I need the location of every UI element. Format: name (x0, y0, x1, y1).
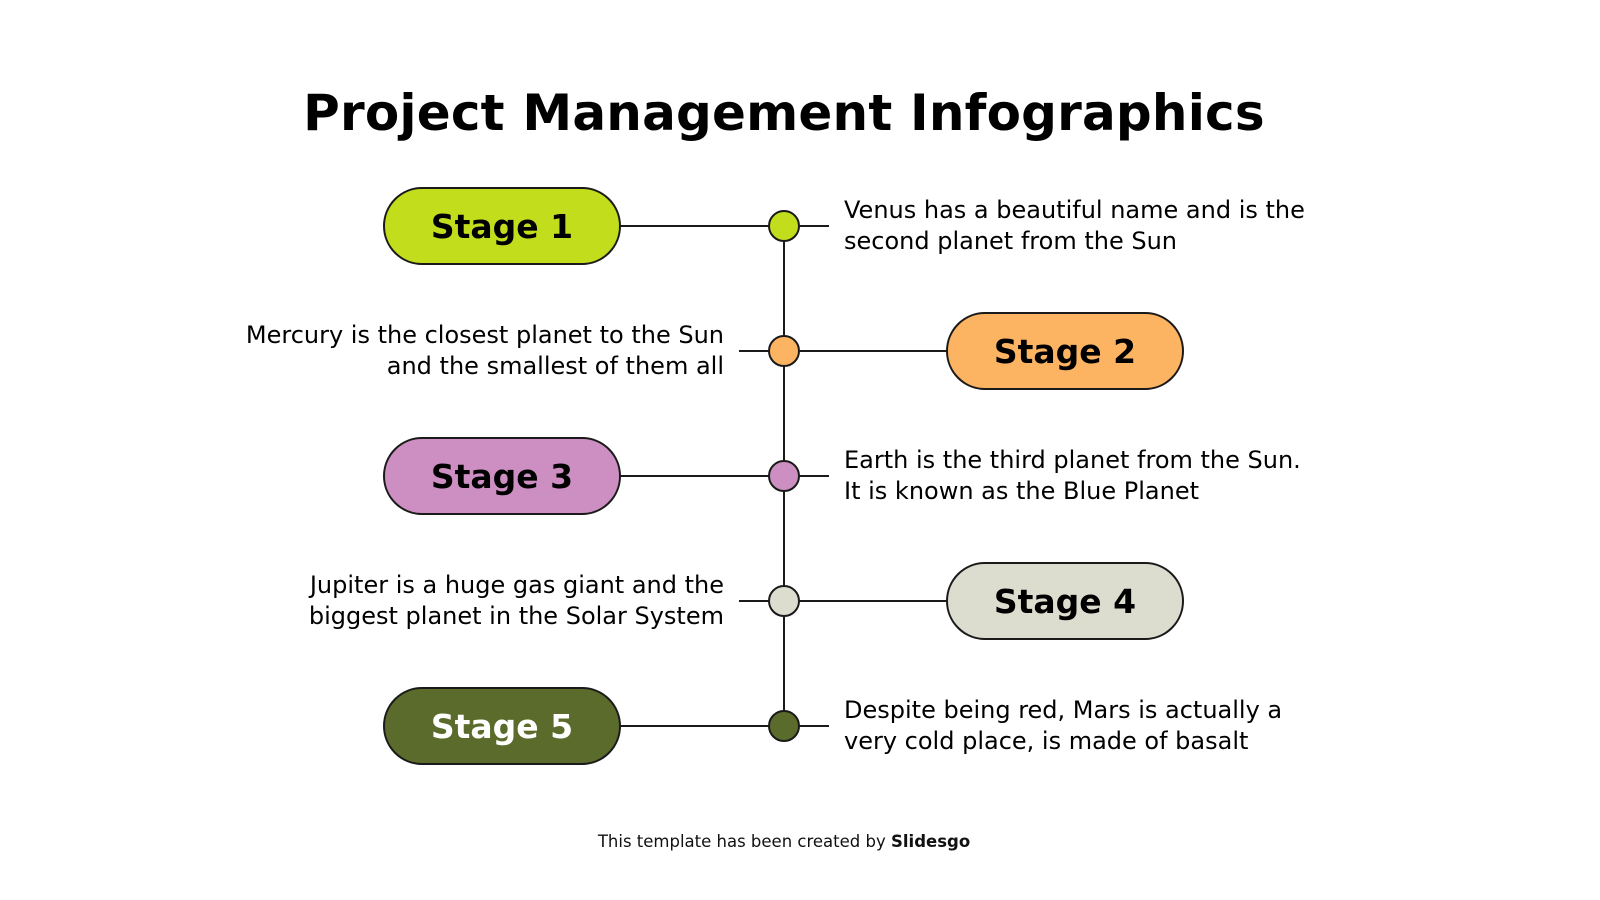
stage-description-1: Venus has a beautiful name and is the se… (844, 196, 1305, 255)
connector-line (620, 725, 784, 727)
connector-line (784, 350, 947, 352)
footer-prefix: This template has been created by (597, 832, 891, 851)
stage-pill-1: Stage 1 (383, 187, 621, 265)
connector-line (784, 600, 947, 602)
timeline-node (768, 335, 800, 367)
page-title: Project Management Infographics (303, 84, 1265, 142)
stage-label: Stage 3 (430, 456, 574, 496)
stage-label: Stage 1 (430, 206, 574, 246)
connector-line (620, 475, 784, 477)
stage-label: Stage 4 (993, 581, 1137, 621)
stage-description-2: Mercury is the closest planet to the Sun… (245, 321, 724, 380)
footer-credit: This template has been created by Slides… (0, 832, 1568, 851)
timeline-node (768, 710, 800, 742)
timeline-node (768, 460, 800, 492)
stage-label: Stage 5 (430, 706, 574, 746)
stage-pill-5: Stage 5 (383, 687, 621, 765)
description-tick (784, 225, 829, 227)
connector-line (620, 225, 784, 227)
description-tick (784, 475, 829, 477)
stage-pill-4: Stage 4 (946, 562, 1184, 640)
description-tick (784, 725, 829, 727)
stage-pill-3: Stage 3 (383, 437, 621, 515)
stage-description-5: Despite being red, Mars is actually a ve… (844, 696, 1283, 755)
description-tick (739, 600, 784, 602)
stage-description-3: Earth is the third planet from the Sun. … (844, 446, 1301, 505)
stage-description-4: Jupiter is a huge gas giant and the bigg… (308, 571, 724, 630)
description-tick (739, 350, 784, 352)
timeline-node (768, 585, 800, 617)
stage-label: Stage 2 (993, 331, 1137, 371)
footer-brand-link[interactable]: Slidesgo (891, 832, 971, 851)
stage-pill-2: Stage 2 (946, 312, 1184, 390)
timeline-node (768, 210, 800, 242)
